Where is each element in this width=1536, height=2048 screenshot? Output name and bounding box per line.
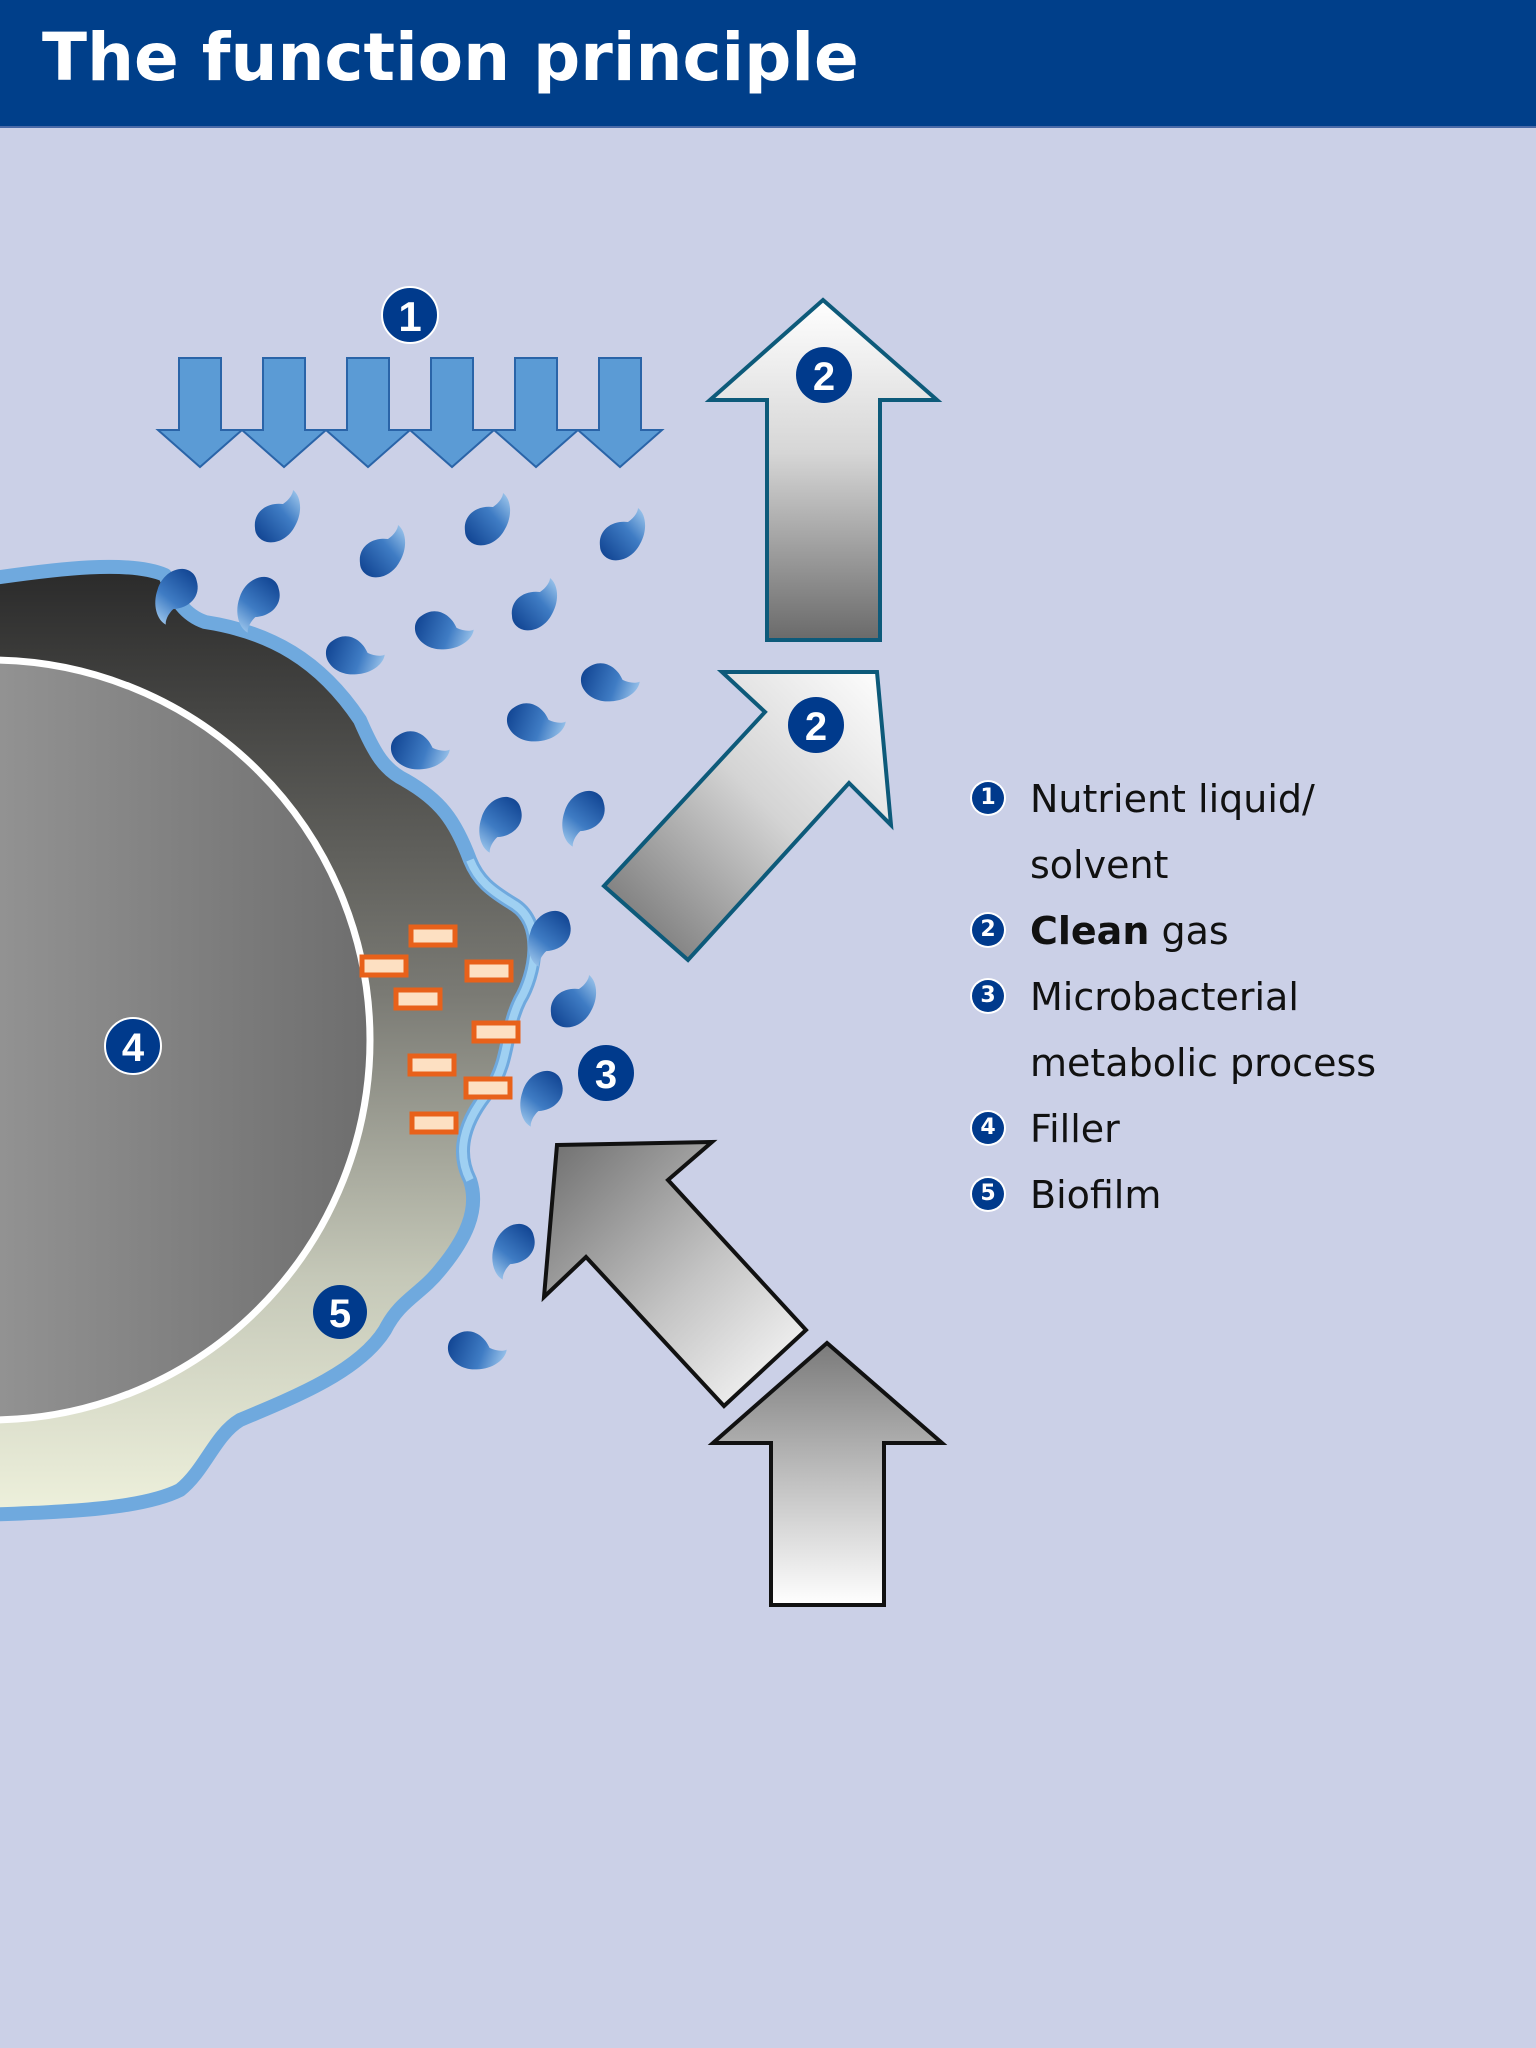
nutrient-droplet [155,568,198,625]
bacterium [464,959,514,983]
nutrient-arrow [155,357,245,469]
clean-gas-arrow-up [704,297,943,642]
nutrient-arrow [575,357,665,469]
badge-2-up: 2 [796,347,852,403]
filler-particle-group [0,559,542,1522]
badge-2-up-label: 2 [813,355,835,399]
page-title: The function principle [42,19,859,96]
clean-gas-arrow-diagonal [601,670,894,963]
badge-2-diagonal-label: 2 [805,705,827,749]
legend-item-microbacterial: 3 Microbacterial metabolic process [968,964,1508,1096]
legend-text: gas [1149,909,1229,953]
nutrient-droplet [447,1331,507,1370]
bacterium [393,987,443,1011]
legend-text: Filler [1030,1107,1120,1151]
nutrient-arrow [407,357,497,469]
bacterium [471,1020,521,1044]
nutrient-arrow [323,357,413,469]
title-bar: The function principle [0,0,1536,128]
badge-2-diagonal: 2 [788,697,844,753]
nutrient-droplet [550,975,597,1028]
nutrient-arrow [491,357,581,469]
legend-text-bold: Clean [1030,909,1150,953]
nutrient-droplet [562,790,605,847]
bacterium [463,1076,513,1100]
nutrient-droplet [237,576,280,633]
nutrient-droplet [506,703,566,742]
legend-badge-5: 5 [972,1178,1004,1210]
legend-text: Microbacterial [1030,975,1299,1019]
nutrient-arrow [239,357,329,469]
badge-5-label: 5 [329,1292,351,1336]
nutrient-droplet [580,663,640,702]
nutrient-droplet [492,1223,535,1280]
nutrient-droplet [528,910,571,967]
biofilm-inner-edge [459,858,539,1182]
legend-item-filler: 4 Filler [968,1096,1508,1162]
nutrient-droplet [325,636,385,675]
legend-text: solvent [1030,843,1169,887]
bacteria-group [359,924,521,1135]
badge-4-label: 4 [122,1026,145,1070]
raw-gas-arrow-up [707,1340,948,1607]
bacterium [409,1111,459,1135]
badge-4: 4 [104,1017,162,1075]
legend-badge-1: 1 [972,782,1004,814]
legend-text: Nutrient liquid/ [1030,777,1315,821]
legend-badge-2: 2 [972,914,1004,946]
legend-item-biofilm: 5 Biofilm [968,1162,1508,1228]
nutrient-droplet [464,493,511,546]
nutrient-droplet [254,490,301,543]
filler-core [0,656,374,1424]
nutrient-droplet [511,578,558,631]
nutrient-droplet [414,611,474,650]
nutrient-droplet [520,1070,563,1127]
badge-3: 3 [578,1045,634,1101]
nutrient-arrow-group [155,357,665,469]
raw-gas-arrow-diagonal [541,1139,809,1409]
legend-item-clean-gas: 2 Clean gas [968,898,1508,964]
nutrient-droplet [390,731,450,770]
legend-badge-4: 4 [972,1112,1004,1144]
bacterium [359,954,409,978]
nutrient-droplet [599,508,646,561]
badge-1-label: 1 [398,293,421,340]
legend-text: metabolic process [1030,1041,1377,1085]
legend: 1 Nutrient liquid/ solvent 2 Clean gas 3… [968,766,1508,1228]
bacterium [407,1053,457,1077]
badge-1: 1 [381,286,439,344]
droplet-group [155,490,646,1370]
bacterium [408,924,458,948]
legend-text: Biofilm [1030,1173,1162,1217]
badge-3-label: 3 [595,1053,617,1097]
nutrient-droplet [479,796,522,853]
legend-item-nutrient-liquid: 1 Nutrient liquid/ solvent [968,766,1508,898]
badge-5: 5 [313,1285,367,1339]
nutrient-droplet [359,525,406,578]
legend-badge-3: 3 [972,980,1004,1012]
